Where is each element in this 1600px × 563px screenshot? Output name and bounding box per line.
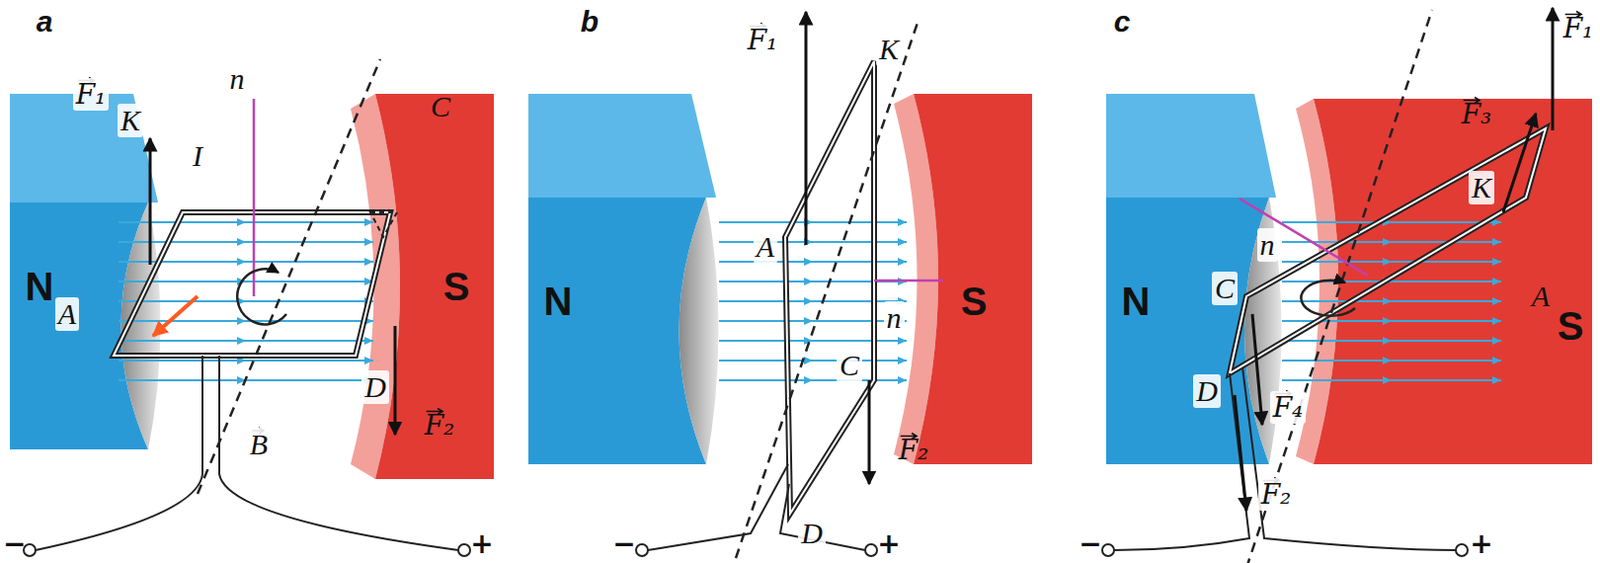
field-arrowhead	[803, 257, 813, 266]
point-label: D	[798, 516, 826, 551]
panel-letter: b	[580, 4, 599, 39]
field-arrowhead	[1492, 277, 1502, 286]
field-arrowhead	[897, 238, 907, 246]
point-label: C	[836, 348, 863, 383]
current-label: I	[189, 139, 206, 173]
terminal-sign: −	[2, 527, 26, 560]
field-arrowhead	[897, 376, 907, 385]
pole-label: N	[544, 279, 573, 324]
point-label: D	[361, 370, 390, 404]
field-arrowhead	[803, 356, 813, 365]
point-label: K	[876, 32, 902, 67]
pole-label: S	[443, 264, 471, 310]
field-arrowhead	[364, 257, 374, 266]
field-arrowhead	[364, 336, 374, 345]
field-arrowhead	[1382, 336, 1392, 345]
north-pole	[528, 93, 720, 465]
point-label: D	[1193, 374, 1221, 408]
pole-label: N	[1121, 279, 1151, 324]
terminal-sign: +	[877, 527, 900, 560]
panel-letter: a	[36, 4, 54, 39]
field-arrowhead	[1492, 336, 1502, 345]
point-label: K	[117, 103, 144, 138]
field-arrowhead	[803, 277, 813, 286]
force-label: F₂	[898, 433, 930, 467]
terminal-sign: +	[470, 527, 493, 560]
field-arrowhead	[897, 356, 907, 365]
field-arrowhead	[1492, 257, 1502, 266]
force-label: F₁	[744, 23, 782, 57]
field-arrowhead	[237, 238, 246, 246]
force-label: F₁	[1563, 11, 1595, 45]
point-label: K	[1468, 170, 1495, 205]
field-arrowhead	[237, 218, 246, 227]
field-arrowhead	[1492, 238, 1502, 246]
terminal-sign: −	[1078, 527, 1102, 560]
north-pole	[9, 93, 161, 450]
field-arrowhead	[1382, 297, 1392, 306]
field-arrowhead	[1382, 238, 1392, 246]
field-arrowhead	[897, 336, 907, 345]
field-lines	[118, 218, 1502, 385]
normal-label: n	[227, 62, 248, 96]
point-label: A	[55, 297, 80, 331]
point-label: A	[753, 230, 778, 264]
field-arrowhead	[803, 297, 813, 306]
field-arrowhead	[1492, 356, 1502, 365]
point-label: C	[1211, 271, 1238, 306]
field-arrowhead	[237, 317, 246, 325]
field-arrowhead	[1382, 317, 1392, 325]
field-arrowhead	[897, 218, 907, 227]
force-label: F₂	[424, 408, 456, 442]
current-loop	[35, 59, 459, 551]
point-label: C	[430, 89, 451, 124]
current-loop	[1114, 7, 1553, 563]
field-arrowhead	[364, 218, 374, 227]
field-arrowhead	[364, 238, 374, 246]
force-label: F₂	[1258, 478, 1295, 511]
field-arrowhead	[1492, 317, 1502, 325]
point-label: A	[1531, 279, 1550, 314]
normal-label: n	[883, 301, 905, 335]
field-arrowhead	[1382, 356, 1392, 365]
field-arrowhead	[803, 376, 813, 385]
force-label: F₄	[1270, 391, 1307, 424]
pole-label: N	[25, 264, 55, 310]
terminal	[23, 544, 1468, 557]
pole-label: S	[960, 279, 988, 324]
field-arrowhead	[1382, 257, 1392, 266]
current-loop	[647, 11, 944, 559]
field-arrowhead	[364, 356, 374, 365]
north-pole	[1106, 93, 1282, 465]
terminal-sign: −	[612, 527, 636, 560]
normal-label: n	[1257, 228, 1279, 262]
panel-letter: c	[1114, 4, 1131, 39]
field-arrowhead	[1492, 297, 1502, 306]
force-label: F₁	[73, 78, 110, 111]
force-label: F₃	[1461, 97, 1493, 131]
field-arrowhead	[237, 336, 246, 345]
field-arrowhead	[1382, 376, 1392, 385]
field-label: B	[246, 427, 271, 462]
field-arrowhead	[803, 317, 813, 325]
field-arrowhead	[897, 257, 907, 266]
terminal-sign: +	[1469, 527, 1493, 560]
field-arrowhead	[1492, 376, 1502, 385]
field-arrowhead	[237, 257, 246, 266]
pole-label: S	[1557, 304, 1585, 349]
south-pole	[893, 93, 1033, 465]
